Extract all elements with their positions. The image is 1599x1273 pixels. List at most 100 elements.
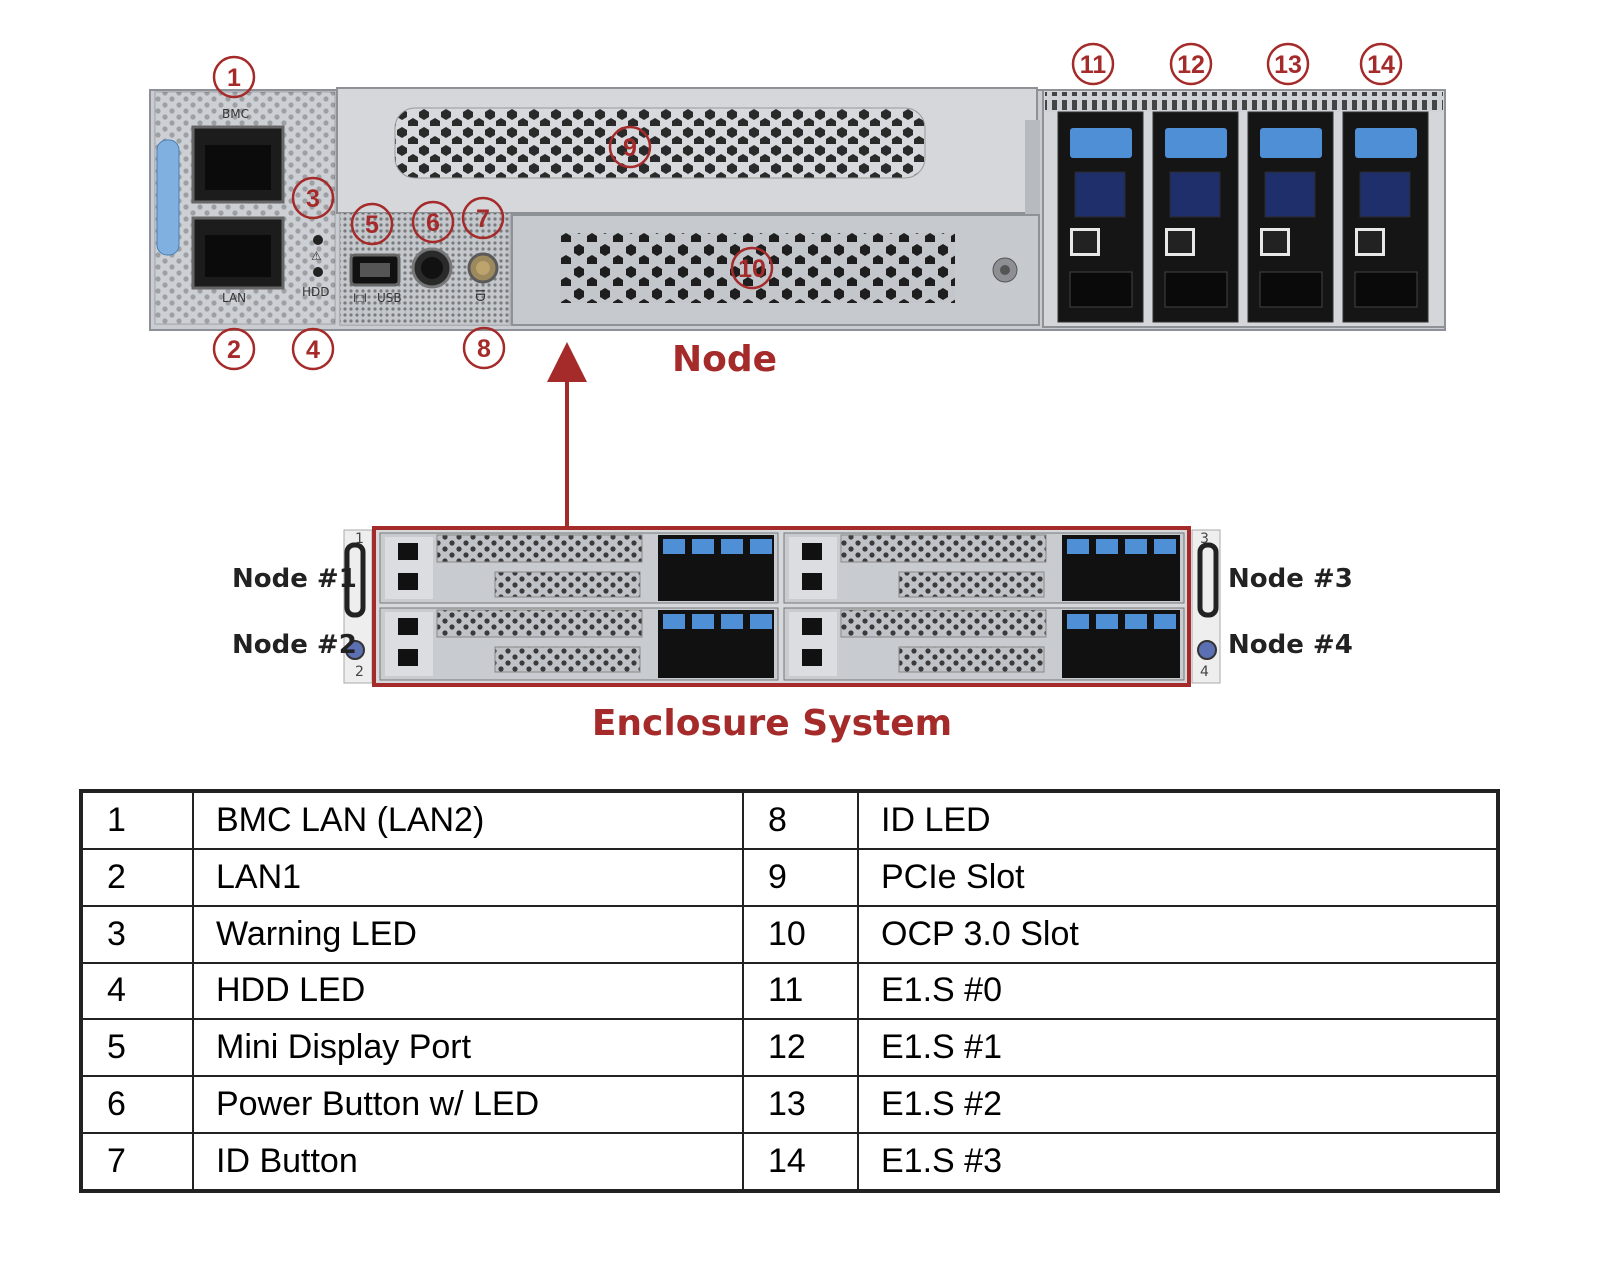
left-ear-number-bottom: 2	[355, 664, 364, 680]
legend-label: PCIe Slot	[857, 847, 1499, 907]
callout-12	[1169, 42, 1213, 86]
node-1-label: Node #1	[232, 564, 357, 594]
enclosure-node-2[interactable]	[379, 607, 779, 681]
legend-number: 3	[80, 904, 194, 964]
callout-14	[1359, 42, 1403, 86]
callout-13-label: 13	[1274, 51, 1302, 79]
callout-4-label: 4	[306, 336, 320, 364]
callout-14-label: 14	[1367, 51, 1395, 79]
legend-label: Mini Display Port	[192, 1018, 744, 1078]
callout-12-label: 12	[1177, 51, 1205, 79]
enclosure-node-4[interactable]	[783, 607, 1185, 681]
e1s-drive-0[interactable]	[1057, 111, 1144, 323]
pcie-vent-grille	[394, 107, 926, 179]
lan-port-label: LAN	[222, 291, 246, 305]
legend-number: 12	[742, 1018, 859, 1078]
callout-5-label: 5	[365, 211, 379, 239]
legend-label: ID LED	[857, 790, 1499, 850]
node-4-label: Node #4	[1228, 630, 1353, 660]
hdd-led	[313, 267, 323, 277]
e1s-drive-3[interactable]	[1342, 111, 1429, 323]
callout-3	[291, 176, 335, 220]
ocp-vent-grille	[560, 233, 955, 303]
legend-label: BMC LAN (LAN2)	[192, 790, 744, 850]
callout-10-label: 10	[738, 255, 766, 283]
callout-2	[212, 327, 256, 371]
legend-number: 9	[742, 847, 859, 907]
callout-6-label: 6	[426, 209, 440, 237]
node-heading: Node	[672, 339, 777, 380]
callout-9-label: 9	[623, 134, 637, 162]
callout-11	[1071, 42, 1115, 86]
callout-10	[730, 246, 774, 290]
callout-8	[462, 326, 506, 370]
hdd-led-label: HDD	[302, 285, 330, 299]
enclosure-node-3[interactable]	[783, 532, 1185, 604]
callout-2-label: 2	[227, 336, 241, 364]
callout-7	[461, 196, 505, 240]
node-handle[interactable]	[156, 139, 180, 256]
legend-number: 8	[742, 790, 859, 850]
callout-3-label: 3	[306, 185, 320, 213]
callout-markers	[212, 42, 1403, 371]
legend-number: 13	[742, 1075, 859, 1135]
e1s-drive-1[interactable]	[1152, 111, 1239, 323]
callout-8-label: 8	[477, 335, 491, 363]
legend-label: E1.S #0	[857, 961, 1499, 1021]
legend-number: 5	[80, 1018, 194, 1078]
left-ear-screw	[345, 640, 365, 660]
callout-9	[608, 125, 652, 169]
legend-label: E1.S #1	[857, 1018, 1499, 1078]
legend-number: 1	[80, 790, 194, 850]
id-led-label: ID	[473, 289, 487, 302]
e1s-drive-2[interactable]	[1247, 111, 1334, 323]
legend-number: 4	[80, 961, 194, 1021]
node-rear-panel: BMC LAN ⚠ HDD I□I USB ID	[149, 87, 1446, 331]
legend-label: Warning LED	[192, 904, 744, 964]
legend-number: 11	[742, 961, 859, 1021]
right-ear-number-top: 3	[1200, 531, 1209, 547]
legend-label: HDD LED	[192, 961, 744, 1021]
callout-5	[350, 202, 394, 246]
node-diagram: BMC LAN ⚠ HDD I□I USB ID	[149, 42, 1446, 744]
legend-label: E1.S #3	[857, 1132, 1499, 1192]
usb-port-label: USB	[377, 291, 402, 305]
callout-1	[212, 55, 256, 99]
enclosure-node-1[interactable]	[379, 532, 779, 604]
legend-number: 14	[742, 1132, 859, 1192]
enclosure-heading: Enclosure System	[592, 703, 952, 744]
usb-label-glyph: I□I	[353, 291, 367, 305]
right-ear-screw	[1197, 640, 1217, 660]
node-2-label: Node #2	[232, 630, 357, 660]
legend-number: 2	[80, 847, 194, 907]
right-ear-number-bottom: 4	[1200, 664, 1209, 680]
legend-number: 10	[742, 904, 859, 964]
legend-label: Power Button w/ LED	[192, 1075, 744, 1135]
callout-4	[291, 327, 335, 371]
node-3-label: Node #3	[1228, 564, 1353, 594]
callout-6	[411, 200, 455, 244]
legend-label: ID Button	[192, 1132, 744, 1192]
legend-label: OCP 3.0 Slot	[857, 904, 1499, 964]
legend-label: E1.S #2	[857, 1075, 1499, 1135]
bmc-port-label: BMC	[222, 107, 249, 121]
warning-led-symbol: ⚠	[311, 249, 322, 263]
right-ear-handle[interactable]	[1197, 542, 1219, 618]
callout-13	[1266, 42, 1310, 86]
left-ear-handle[interactable]	[344, 542, 366, 618]
legend-number: 6	[80, 1075, 194, 1135]
left-ear-number-top: 1	[355, 531, 364, 547]
enclosure-system: 1 2 3 4	[343, 526, 1221, 687]
callout-numbers: 1 2 3 4 5 6 7 8 9 10 11 12 13 14	[227, 51, 1395, 364]
warning-led	[313, 235, 323, 245]
callout-1-label: 1	[227, 64, 241, 92]
